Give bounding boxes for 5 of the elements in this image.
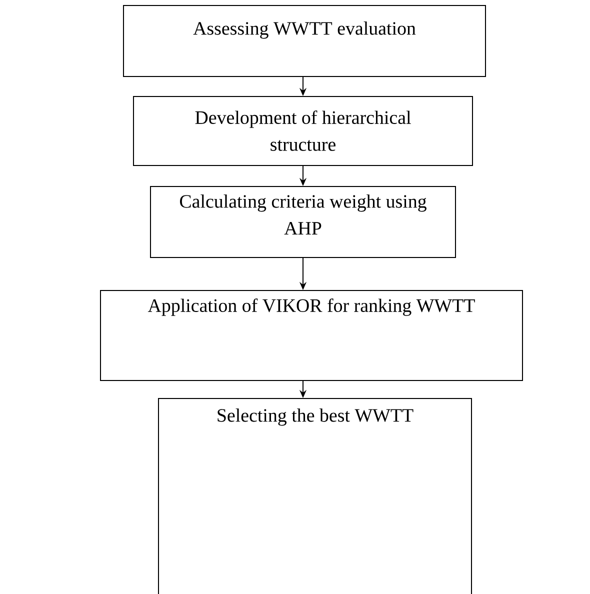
process-box: Application of VIKOR for ranking WWTT xyxy=(100,290,523,381)
process-box: Development of hierarchical structure xyxy=(133,96,473,166)
process-box: Assessing WWTT evaluation xyxy=(123,5,486,77)
process-box: Calculating criteria weight using AHP xyxy=(150,186,456,258)
process-box: Selecting the best WWTT xyxy=(158,398,472,594)
